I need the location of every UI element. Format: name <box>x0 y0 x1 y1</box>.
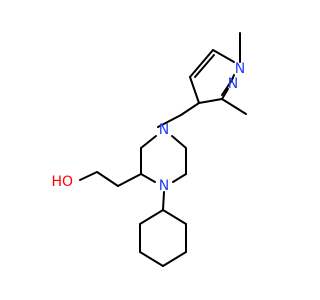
molecule-canvas: N N N N HO <box>51 32 247 267</box>
bond <box>117 173 142 187</box>
piperazine-n4-label: N <box>159 122 169 138</box>
bond <box>79 171 98 181</box>
bond <box>162 251 187 267</box>
bond <box>221 98 247 115</box>
bond <box>212 49 235 63</box>
bond <box>171 135 187 149</box>
bond <box>221 79 233 96</box>
bond <box>139 251 164 267</box>
bond <box>194 54 215 78</box>
pyrazole-n2-label: N <box>228 76 238 92</box>
pyrazole-n1-label: N <box>235 61 245 77</box>
hydroxyl-label: HO <box>51 174 73 190</box>
bond <box>139 209 164 225</box>
piperazine-n1-label: N <box>159 178 169 194</box>
bonds <box>79 32 247 267</box>
bond <box>140 173 156 183</box>
structure-diagram: N N N N HO <box>51 32 247 267</box>
bond <box>198 98 223 104</box>
bond <box>157 114 182 128</box>
atom-labels: N N N N HO <box>51 61 245 194</box>
bond <box>221 88 229 100</box>
bond <box>140 135 157 149</box>
bond <box>189 76 200 104</box>
bond <box>189 49 214 78</box>
bond <box>162 191 165 211</box>
bond <box>96 171 119 187</box>
bond <box>180 102 200 116</box>
bond <box>162 209 187 225</box>
bond <box>172 173 187 183</box>
